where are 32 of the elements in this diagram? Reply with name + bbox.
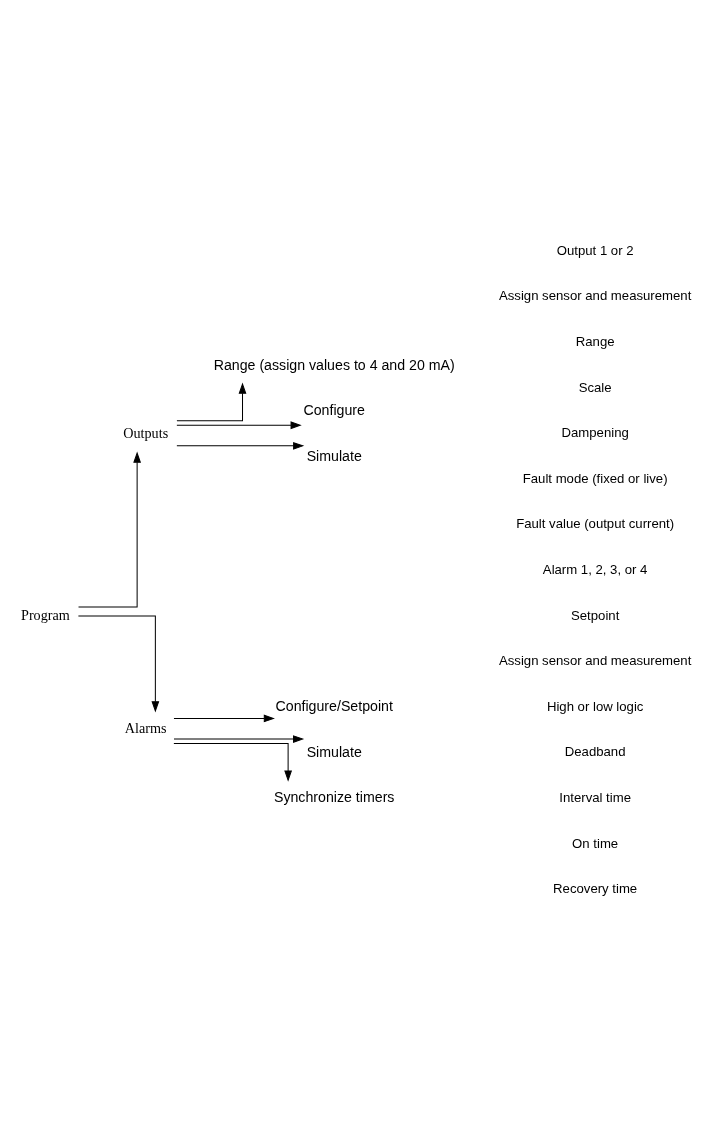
label: Output 1 or 2 bbox=[556, 242, 634, 258]
label: Deadband bbox=[564, 743, 626, 759]
label: Assign sensor and measurement bbox=[498, 652, 692, 668]
node-text: Simulate bbox=[306, 447, 362, 464]
label: Range bbox=[575, 333, 615, 349]
label: Scale bbox=[578, 379, 612, 395]
label: Fault value (output current) bbox=[516, 515, 675, 531]
node-text: Synchronize timers bbox=[273, 788, 395, 805]
node-text: Configure bbox=[303, 401, 365, 418]
arrow bbox=[176, 382, 247, 421]
label: Setpoint bbox=[571, 607, 620, 623]
node-text: Configure/Setpoint bbox=[275, 697, 393, 714]
arrow bbox=[78, 451, 142, 607]
arrow bbox=[77, 615, 160, 712]
arrow bbox=[173, 714, 275, 722]
node-text: Alarms bbox=[124, 719, 167, 736]
arrow bbox=[173, 734, 305, 743]
label: Fault mode (fixed or live) bbox=[522, 470, 668, 486]
label: On time bbox=[572, 835, 619, 851]
node-text: Outputs bbox=[123, 424, 169, 441]
label: Interval time bbox=[559, 789, 631, 805]
node-text: Program bbox=[21, 606, 70, 623]
label: Dampening bbox=[561, 424, 629, 440]
node-text: Simulate bbox=[306, 743, 362, 760]
label: High or low logic bbox=[546, 698, 644, 714]
label: Assign sensor and measurement bbox=[498, 287, 692, 303]
label: Alarm 1, 2, 3, or 4 bbox=[542, 561, 648, 577]
arrow bbox=[176, 441, 305, 450]
node-text: Range (assign values to 4 and 20 mA) bbox=[213, 356, 455, 373]
label: Recovery time bbox=[553, 880, 638, 896]
arrow bbox=[173, 742, 292, 782]
arrow bbox=[176, 420, 302, 429]
